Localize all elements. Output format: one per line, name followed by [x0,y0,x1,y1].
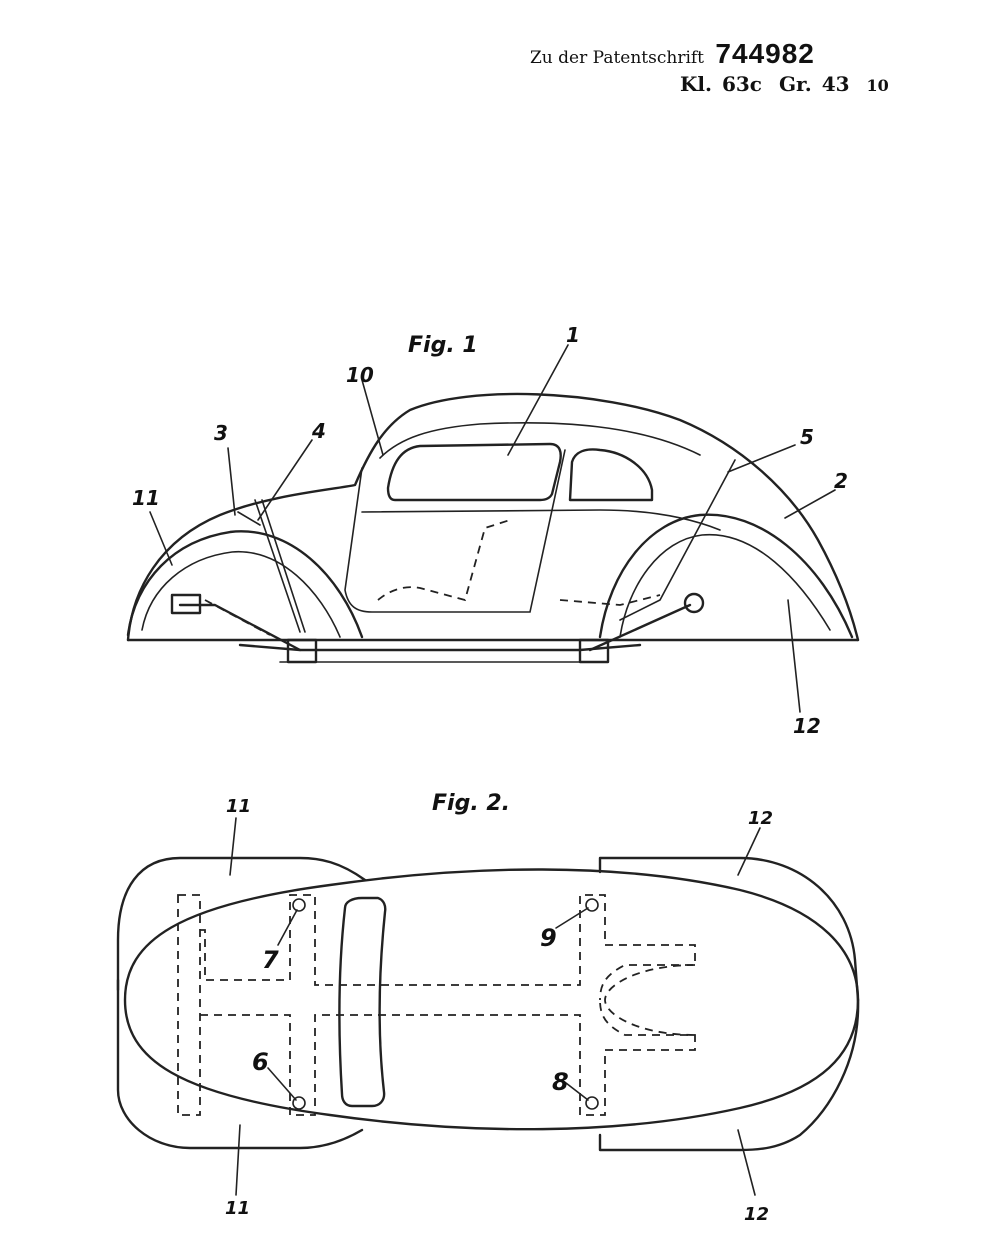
fig2-front-fender-bottom [118,980,362,1148]
fig2-seat [339,898,385,1106]
fig1-label-3: 3 [214,421,228,445]
fig2-mount-9 [586,899,598,911]
fig1-label-2: 2 [834,469,848,493]
fig1-label-4: 4 [311,419,326,443]
fig1-rear-window [570,450,652,501]
fig1-door-window [388,444,561,500]
fig1-body-outline [128,394,858,640]
fig2-front-fender-top [118,858,365,990]
fig2-mount-8 [586,1097,598,1109]
fig2-leader-7 [278,910,297,945]
fig2-rear-tunnel [605,965,695,1035]
fig2-label-11-bottom: 11 [225,1198,250,1219]
fig1-side-view: Fig. 1 [128,323,858,738]
fig1-leader-5 [728,445,795,472]
fig2-label-6: 6 [252,1048,269,1076]
fig1-leader-3 [228,448,235,515]
fig2-plan-view: Fig. 2. 11 12 7 9 6 [118,791,858,1225]
fig2-leader-12-bottom [738,1130,755,1195]
fig1-belt-line [362,510,720,530]
fig2-leader-11-top [230,818,236,875]
fig1-label-5: 5 [800,425,814,449]
fig1-label-12: 12 [793,714,821,738]
fig2-leader-8 [566,1083,588,1100]
fig1-title: Fig. 1 [408,333,478,358]
fig2-label-12-bottom: 12 [744,1204,769,1225]
fig1-leader-1 [508,345,568,455]
fig2-label-9: 9 [540,924,557,952]
fig2-mount-7 [293,899,305,911]
fig1-label-10: 10 [346,363,374,387]
fig2-label-12-top: 12 [748,808,773,829]
fig1-rear-hub [685,594,703,612]
fig1-pillar-3 [238,512,260,525]
fig2-rear-fender-top [600,858,858,1000]
fig1-roof-inner-line [380,423,700,458]
fig1-front-seat [378,520,510,600]
fig1-front-arm [180,605,300,650]
fig1-door [345,450,565,612]
fig1-pillar-5 [620,460,735,620]
fig2-leader-11-bottom [236,1125,240,1195]
fig1-leader-4 [258,440,312,520]
fig2-body-outline [125,869,858,1129]
fig2-leader-6 [268,1068,296,1100]
fig2-label-7: 7 [262,946,279,974]
fig2-leader-9 [556,908,588,928]
fig2-label-11-top: 11 [226,796,251,817]
fig2-title: Fig. 2. [432,791,510,816]
fig2-leader-12-top [738,828,760,875]
fig1-pillar-4 [255,500,300,632]
fig1-leader-12 [788,600,800,712]
fig1-label-1: 1 [566,323,580,347]
fig1-leader-10 [362,380,383,455]
fig1-label-11: 11 [132,486,160,510]
fig2-label-8: 8 [552,1068,569,1096]
fig1-pillar-4b [262,500,305,632]
fig2-frame-lower-left [200,1000,695,1115]
